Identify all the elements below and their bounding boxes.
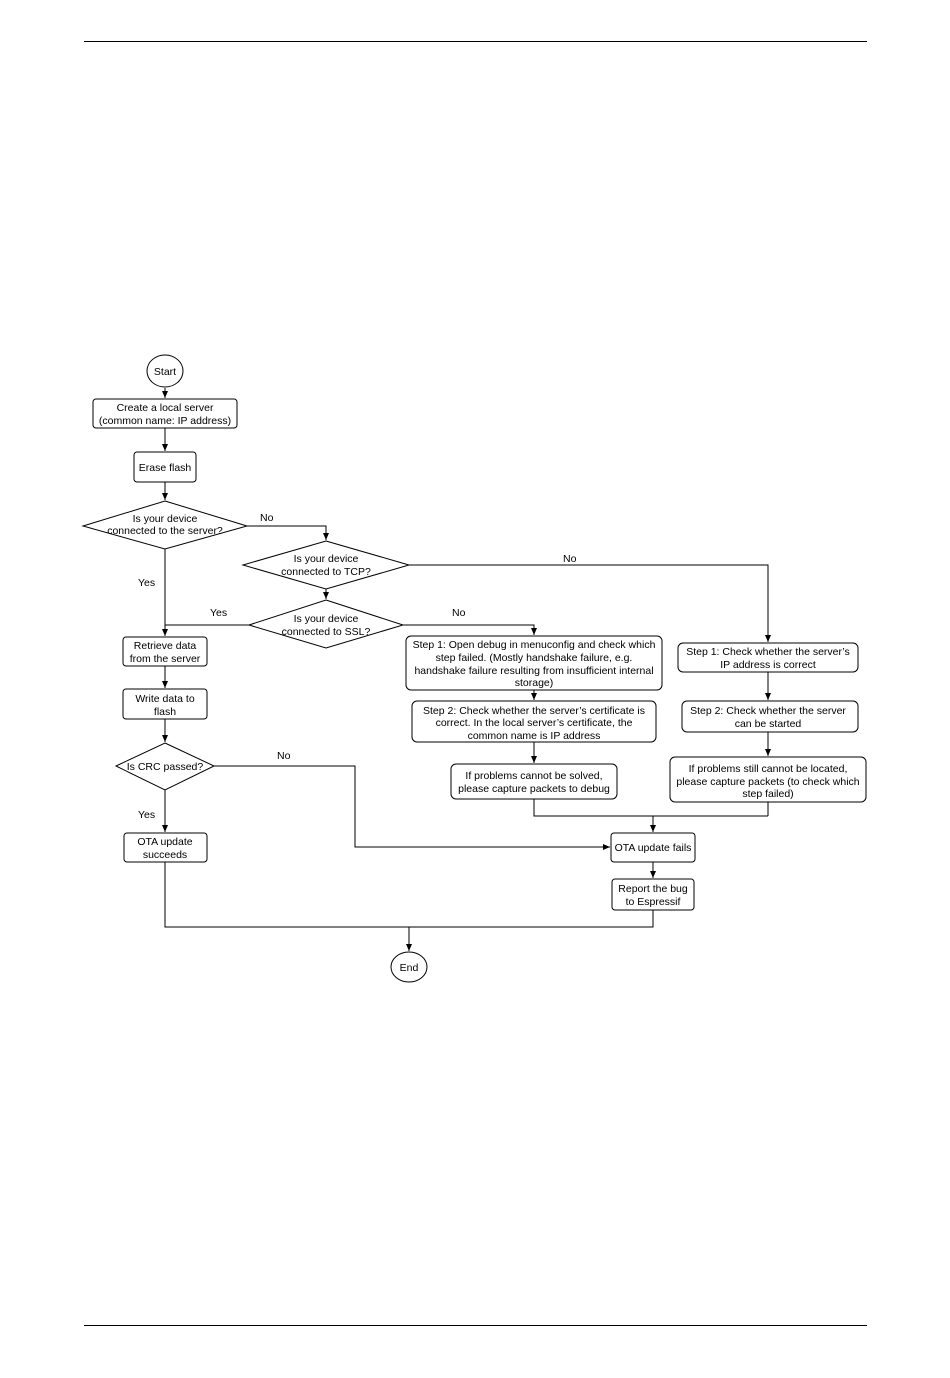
tcp-decision-line-1: Is your device [294, 553, 359, 565]
write-line-2: flash [154, 706, 176, 718]
tcp-step-1: Step 1: Check whether the server’s IP ad… [677, 642, 859, 673]
tcp-connected-decision: Is your device connected to TCP? [241, 540, 411, 590]
server-decision-line-1: Is your device [133, 513, 198, 525]
label-crc-no: No [277, 750, 291, 762]
ssl-step1-line-1: Step 1: Open debug in menuconfig and che… [413, 639, 656, 651]
server-connected-decision: Is your device connected to the server? [81, 500, 249, 550]
edge-succeeds-end [164, 862, 654, 928]
ssl-decision-line-2: connected to SSL? [282, 626, 371, 638]
ssl-step2-line-1: Step 2: Check whether the server’s certi… [423, 705, 645, 717]
edge-crc-no [214, 765, 610, 850]
tcp-step1-line-1: Step 1: Check whether the server’s [686, 646, 850, 658]
tcp-capture-line-3: step failed) [742, 788, 793, 800]
tcp-capture-line-2: please capture packets (to check which [676, 776, 859, 788]
ota-fails-label: OTA update fails [615, 842, 692, 854]
label-ssl-yes: Yes [210, 607, 227, 619]
tcp-step2-line-1: Step 2: Check whether the server [690, 705, 846, 717]
ota-fails-step: OTA update fails [610, 832, 696, 863]
ota-succeeds-line-1: OTA update [137, 836, 192, 848]
ssl-step1-line-4: storage) [515, 677, 554, 689]
crc-decision-label: Is CRC passed? [127, 761, 204, 773]
ssl-step2-line-2: correct. In the local server’s certifica… [436, 717, 633, 729]
ssl-decision-line-1: Is your device [294, 613, 359, 625]
erase-flash-step: Erase flash [133, 451, 197, 483]
header-rule [84, 41, 867, 42]
edge-ssl-q-no [403, 624, 537, 635]
create-server-step: Create a local server (common name: IP a… [92, 398, 238, 429]
end-terminal: End [390, 951, 428, 983]
ssl-connected-decision: Is your device connected to SSL? [247, 599, 405, 649]
retrieve-data-step: Retrieve data from the server [122, 636, 208, 667]
create-server-line-2: (common name: IP address) [99, 415, 231, 427]
label-server-yes: Yes [138, 577, 155, 589]
edge-ssl-capture-merge [533, 799, 768, 817]
tcp-step-2: Step 2: Check whether the server can be … [681, 700, 859, 733]
report-bug-step: Report the bug to Espressif [611, 878, 695, 911]
report-bug-line-2: to Espressif [626, 896, 681, 908]
write-data-step: Write data to flash [122, 688, 208, 720]
server-decision-line-2: connected to the server? [107, 525, 223, 537]
ssl-capture-line-1: If problems cannot be solved, [465, 770, 602, 782]
flowchart-edges [162, 388, 771, 951]
label-server-no: No [260, 512, 274, 524]
ssl-capture-step: If problems cannot be solved, please cap… [450, 763, 618, 800]
tcp-decision-line-2: connected to TCP? [281, 566, 371, 578]
ssl-capture-line-2: please capture packets to debug [458, 783, 610, 795]
ssl-step-2: Step 2: Check whether the server’s certi… [411, 700, 657, 743]
report-bug-line-1: Report the bug [618, 883, 688, 895]
end-label: End [400, 962, 419, 974]
ssl-step1-line-3: handshake failure resulting from insuffi… [414, 665, 653, 677]
ssl-step-1: Step 1: Open debug in menuconfig and che… [405, 635, 663, 691]
edge-tcp-q-no [409, 564, 771, 642]
start-terminal: Start [146, 354, 184, 388]
edge-server-q-no [247, 525, 329, 540]
erase-flash-label: Erase flash [139, 462, 192, 474]
tcp-capture-line-1: If problems still cannot be located, [689, 763, 848, 775]
retrieve-line-1: Retrieve data [134, 640, 197, 652]
write-line-1: Write data to [135, 693, 194, 705]
ssl-step2-line-3: common name is IP address [468, 730, 601, 742]
ota-succeeds-step: OTA update succeeds [123, 832, 208, 863]
label-ssl-no: No [452, 607, 466, 619]
start-label: Start [154, 366, 176, 378]
label-tcp-no: No [563, 553, 577, 565]
crc-decision: Is CRC passed? [114, 742, 216, 791]
tcp-capture-step: If problems still cannot be located, ple… [669, 756, 867, 803]
tcp-step1-line-2: IP address is correct [720, 659, 816, 671]
ssl-step1-line-2: step failed. (Mostly handshake failure, … [436, 652, 633, 664]
retrieve-line-2: from the server [130, 653, 201, 665]
create-server-line-1: Create a local server [117, 402, 214, 414]
label-crc-yes: Yes [138, 809, 155, 821]
tcp-step2-line-2: can be started [735, 718, 802, 730]
footer-rule [84, 1325, 867, 1326]
ota-succeeds-line-2: succeeds [143, 849, 187, 861]
